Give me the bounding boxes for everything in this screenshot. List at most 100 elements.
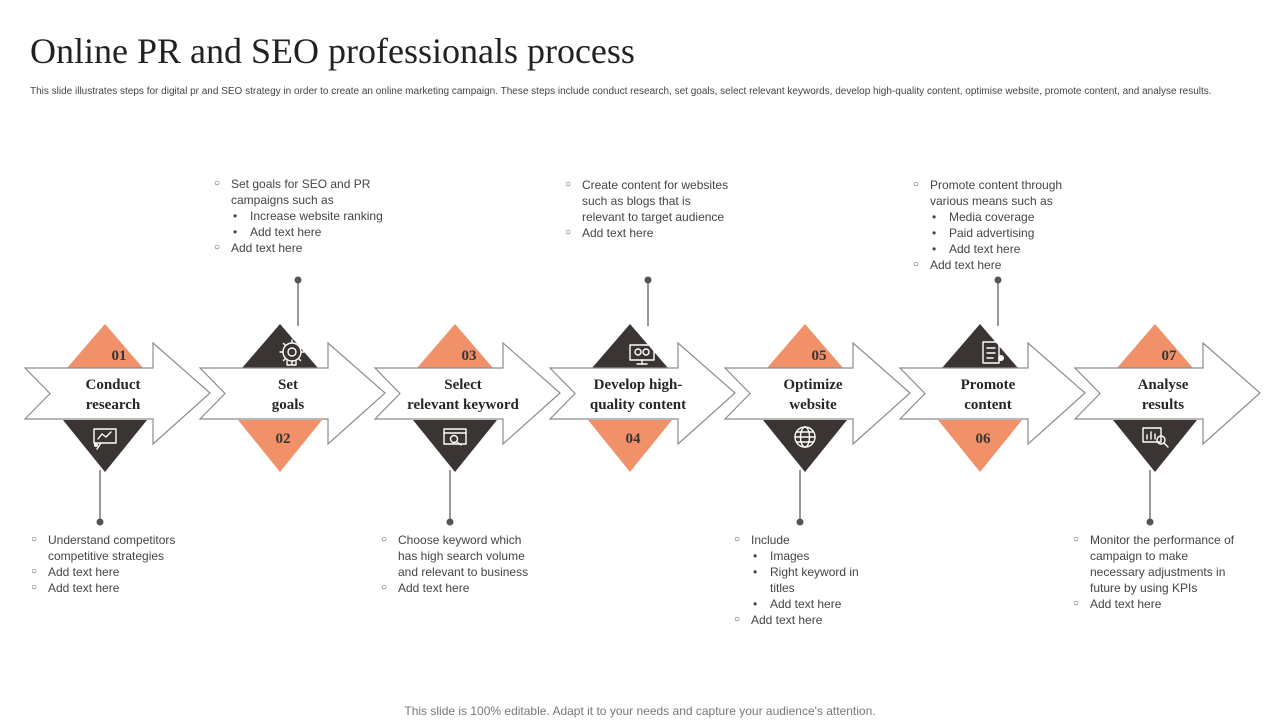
note-list: Set goals for SEO and PR campaigns such … bbox=[213, 176, 383, 256]
page-subtitle: This slide illustrates steps for digital… bbox=[30, 86, 1212, 97]
note-list: Create content for websites such as blog… bbox=[564, 177, 729, 241]
step-arrow bbox=[548, 341, 736, 446]
note-item: Add text here bbox=[912, 257, 1087, 273]
step-note: Set goals for SEO and PR campaigns such … bbox=[213, 176, 383, 256]
connector-dot bbox=[644, 276, 652, 284]
step-label: research bbox=[86, 397, 141, 413]
step-label: website bbox=[789, 397, 837, 413]
note-list: Promote content through various means su… bbox=[912, 177, 1087, 273]
step-number: 07 bbox=[1162, 348, 1178, 364]
page-title: Online PR and SEO professionals process bbox=[30, 31, 635, 71]
step-note: Monitor the performance of campaign to m… bbox=[1072, 532, 1242, 612]
note-item: Include bbox=[733, 532, 868, 548]
bottom-diamond bbox=[413, 420, 497, 472]
process-step: 04 Develop high-quality content bbox=[548, 276, 736, 472]
note-item: Add text here bbox=[30, 564, 205, 580]
step-label: Select bbox=[444, 377, 481, 393]
step-arrow bbox=[723, 341, 911, 446]
top-diamond bbox=[942, 324, 1018, 368]
seo-monitor-icon bbox=[629, 344, 655, 365]
step-label: Promote bbox=[961, 377, 1016, 393]
note-item: Paid advertising bbox=[912, 225, 1087, 241]
step-label: relevant keyword bbox=[407, 397, 519, 413]
note-list: IncludeImagesRight keyword in titlesAdd … bbox=[733, 532, 868, 628]
note-item: Right keyword in titles bbox=[733, 564, 868, 596]
note-item: Monitor the performance of campaign to m… bbox=[1072, 532, 1242, 596]
bottom-diamond bbox=[938, 420, 1022, 472]
top-diamond bbox=[242, 324, 318, 368]
note-item: Add text here bbox=[733, 596, 868, 612]
step-note: Understand competitors competitive strat… bbox=[30, 532, 205, 596]
analytics-search-icon bbox=[1142, 427, 1169, 448]
bottom-diamond bbox=[588, 420, 672, 472]
note-item: Promote content through various means su… bbox=[912, 177, 1087, 209]
content-checklist-icon bbox=[982, 341, 1004, 364]
connector-dot bbox=[1146, 518, 1154, 526]
connector-dot bbox=[96, 518, 104, 526]
step-label: Develop high- bbox=[594, 377, 683, 393]
step-arrow bbox=[898, 341, 1086, 446]
note-item: Images bbox=[733, 548, 868, 564]
step-note: Choose keyword which has high search vol… bbox=[380, 532, 530, 596]
step-label: Analyse bbox=[1138, 377, 1189, 393]
note-item: Add text here bbox=[380, 580, 530, 596]
note-item: Add text here bbox=[30, 580, 205, 596]
step-arrow bbox=[198, 341, 386, 446]
note-item: Add text here bbox=[213, 240, 383, 256]
step-label: results bbox=[1142, 397, 1184, 413]
top-diamond bbox=[1117, 324, 1193, 368]
connector-dot bbox=[994, 276, 1002, 284]
step-number: 04 bbox=[626, 431, 642, 447]
step-note: Promote content through various means su… bbox=[912, 177, 1087, 273]
step-number: 03 bbox=[462, 348, 477, 364]
step-arrow bbox=[1073, 341, 1261, 446]
connector-dot bbox=[446, 518, 454, 526]
top-diamond bbox=[417, 324, 493, 368]
process-step: 02 Set goals bbox=[198, 276, 386, 472]
note-item: Add text here bbox=[213, 224, 383, 240]
connector-dot bbox=[796, 518, 804, 526]
step-arrow bbox=[373, 341, 561, 446]
note-item: Add text here bbox=[564, 225, 729, 241]
step-label: Conduct bbox=[85, 377, 140, 393]
bottom-diamond bbox=[238, 420, 322, 472]
bottom-diamond bbox=[1113, 420, 1197, 472]
step-label: quality content bbox=[590, 397, 686, 413]
note-item: Add text here bbox=[733, 612, 868, 628]
step-number: 02 bbox=[276, 431, 291, 447]
bottom-diamond bbox=[763, 420, 847, 472]
bottom-diamond bbox=[63, 420, 147, 472]
step-number: 01 bbox=[112, 348, 127, 364]
note-item: Understand competitors competitive strat… bbox=[30, 532, 205, 564]
step-label: Set bbox=[278, 377, 298, 393]
step-number: 05 bbox=[812, 348, 827, 364]
top-diamond bbox=[67, 324, 143, 368]
note-item: Media coverage bbox=[912, 209, 1087, 225]
globe-icon bbox=[794, 426, 816, 448]
step-label: goals bbox=[272, 397, 305, 413]
note-item: Set goals for SEO and PR campaigns such … bbox=[213, 176, 383, 208]
connector-dot bbox=[294, 276, 302, 284]
note-item: Increase website ranking bbox=[213, 208, 383, 224]
footer-note: This slide is 100% editable. Adapt it to… bbox=[404, 704, 876, 718]
note-list: Choose keyword which has high search vol… bbox=[380, 532, 530, 596]
note-item: Add text here bbox=[912, 241, 1087, 257]
top-diamond bbox=[767, 324, 843, 368]
step-note: IncludeImagesRight keyword in titlesAdd … bbox=[733, 532, 868, 628]
step-label: Optimize bbox=[783, 377, 842, 393]
note-list: Monitor the performance of campaign to m… bbox=[1072, 532, 1242, 612]
step-label: content bbox=[964, 397, 1012, 413]
note-item: Choose keyword which has high search vol… bbox=[380, 532, 530, 580]
brain-gear-icon bbox=[279, 339, 305, 366]
note-item: Add text here bbox=[1072, 596, 1242, 612]
note-list: Understand competitors competitive strat… bbox=[30, 532, 205, 596]
note-item: Create content for websites such as blog… bbox=[564, 177, 729, 225]
step-number: 06 bbox=[976, 431, 992, 447]
keyword-search-icon bbox=[443, 428, 467, 446]
presentation-icon bbox=[93, 428, 117, 450]
